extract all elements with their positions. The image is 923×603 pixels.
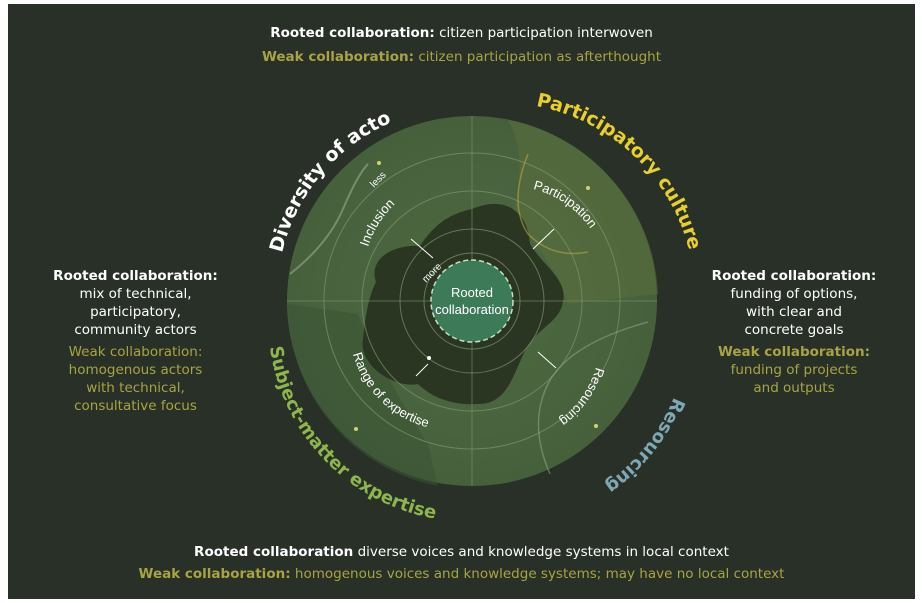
left-weak-line: homogenous actors: [68, 362, 203, 378]
right-weak-line: and outputs: [753, 380, 835, 396]
right-rooted-line: funding of options,: [730, 286, 858, 302]
top-weak-text: citizen participation as afterthought: [418, 49, 662, 65]
diagram-canvas: Rooted collaboration Diversity of actors…: [8, 4, 915, 599]
right-description: Rooted collaboration: funding of options…: [679, 267, 909, 397]
pointer-resourcing: [537, 351, 557, 369]
bottom-description: Rooted collaboration diverse voices and …: [8, 543, 915, 583]
flow-line-participation: [517, 153, 589, 255]
collaboration-wheel: Rooted collaboration Diversity of actors…: [8, 4, 706, 524]
bottom-weak-label: Weak collaboration:: [138, 566, 291, 582]
right-rooted-line: with clear and: [746, 304, 842, 320]
top-weak-label: Weak collaboration:: [261, 49, 415, 65]
center-circle: [430, 259, 514, 343]
center-label-line2: collaboration: [435, 302, 509, 317]
right-weak-line: funding of projects: [730, 362, 858, 378]
left-weak-line: with technical,: [86, 380, 185, 396]
bottom-rooted-text: diverse voices and knowledge systems in …: [357, 544, 729, 560]
top-description: Rooted collaboration: citizen participat…: [8, 24, 915, 66]
marker-dot: [427, 356, 431, 360]
left-rooted-line: mix of technical,: [79, 286, 192, 302]
left-rooted-line: community actors: [74, 322, 197, 338]
pointer-range: [415, 363, 429, 377]
marker-dot: [594, 424, 598, 428]
right-rooted-line: concrete goals: [744, 322, 844, 338]
top-rooted-label: Rooted collaboration:: [270, 25, 435, 41]
bottom-weak-text: homogenous voices and knowledge systems;…: [294, 566, 785, 582]
left-description: Rooted collaboration: mix of technical, …: [28, 267, 243, 415]
flow-line-diversity: [289, 163, 369, 275]
center-label-line1: Rooted: [451, 285, 493, 300]
marker-dot: [354, 427, 358, 431]
participation-texture-patch: [508, 120, 658, 304]
left-weak-line: consultative focus: [74, 398, 197, 414]
bottom-rooted-label: Rooted collaboration: [194, 544, 354, 560]
left-rooted-label: Rooted collaboration:: [53, 268, 218, 284]
pointer-inclusion: [410, 238, 434, 259]
left-weak-line: Weak collaboration:: [68, 344, 203, 360]
pointer-participation: [532, 228, 555, 250]
marker-dot: [377, 161, 381, 165]
right-rooted-label: Rooted collaboration:: [711, 268, 877, 284]
flow-line-resourcing: [537, 321, 649, 475]
expertise-texture-patch: [287, 304, 438, 486]
left-rooted-line: participatory,: [90, 304, 181, 320]
right-weak-label: Weak collaboration:: [717, 344, 871, 360]
marker-dot: [586, 186, 590, 190]
top-rooted-text: citizen participation interwoven: [439, 25, 653, 41]
